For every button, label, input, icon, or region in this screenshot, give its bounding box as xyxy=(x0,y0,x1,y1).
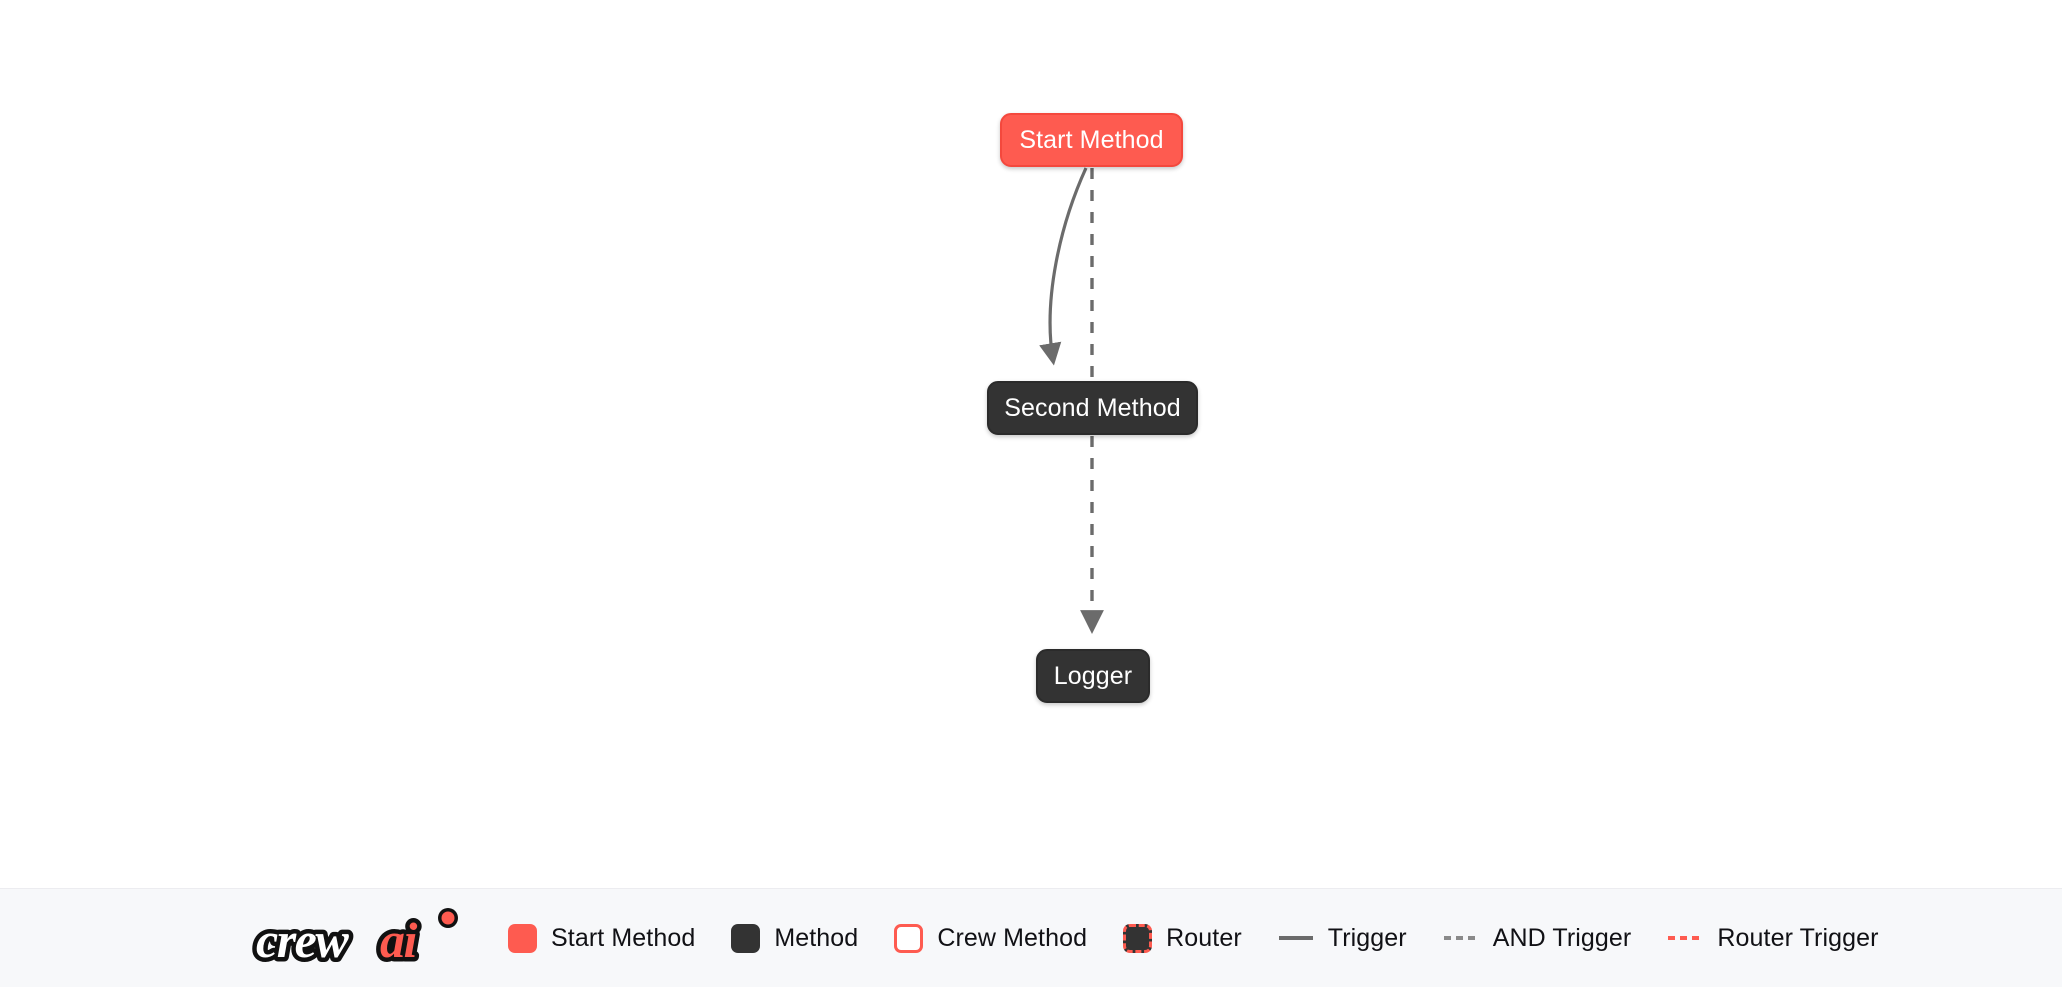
start-method-swatch-icon xyxy=(508,923,537,953)
legend-item-label: AND Trigger xyxy=(1492,923,1632,952)
method-swatch-icon xyxy=(731,923,761,953)
flow-node-label: Start Method xyxy=(1019,125,1164,154)
svg-text:crew: crew xyxy=(256,912,349,968)
crew-method-swatch-icon xyxy=(894,923,924,953)
legend-item-label: Trigger xyxy=(1327,923,1407,952)
svg-text:crew: crew xyxy=(256,912,349,968)
legend-item-label: Router xyxy=(1166,923,1242,952)
legend-item-label: Method xyxy=(774,923,859,952)
flow-node-second-method[interactable]: Second Method xyxy=(987,381,1198,435)
flow-node-start-method[interactable]: Start Method xyxy=(1000,113,1183,167)
flow-node-label: Second Method xyxy=(1004,393,1181,422)
legend-item-router: Router xyxy=(1123,923,1242,953)
legend-bar: crew crew ai ai Start Method Method xyxy=(0,888,2062,987)
router-trigger-line-icon xyxy=(1668,936,1703,940)
legend-item-start-method: Start Method xyxy=(508,923,696,953)
flow-node-label: Logger xyxy=(1053,661,1133,690)
flow-canvas[interactable]: Start Method Second Method Logger xyxy=(0,0,2062,888)
legend-item-router-trigger: Router Trigger xyxy=(1667,923,1879,952)
svg-text:ai: ai xyxy=(380,912,418,968)
legend-item-label: Start Method xyxy=(551,923,696,952)
trigger-line-icon xyxy=(1278,936,1313,940)
legend-item-crew-method: Crew Method xyxy=(894,923,1088,953)
and-trigger-line-icon xyxy=(1443,936,1478,940)
edge-start-to-second xyxy=(1039,167,1088,366)
router-swatch-icon xyxy=(1123,923,1153,953)
flow-node-logger[interactable]: Logger xyxy=(1036,649,1150,703)
crewai-logo: crew crew ai ai xyxy=(252,908,458,971)
legend-item-and-trigger: AND Trigger xyxy=(1443,923,1632,952)
svg-text:ai: ai xyxy=(380,912,418,968)
legend-item-trigger: Trigger xyxy=(1278,923,1407,952)
legend-item-method: Method xyxy=(731,923,859,953)
legend-item-label: Router Trigger xyxy=(1717,923,1879,952)
legend-item-label: Crew Method xyxy=(937,923,1088,952)
